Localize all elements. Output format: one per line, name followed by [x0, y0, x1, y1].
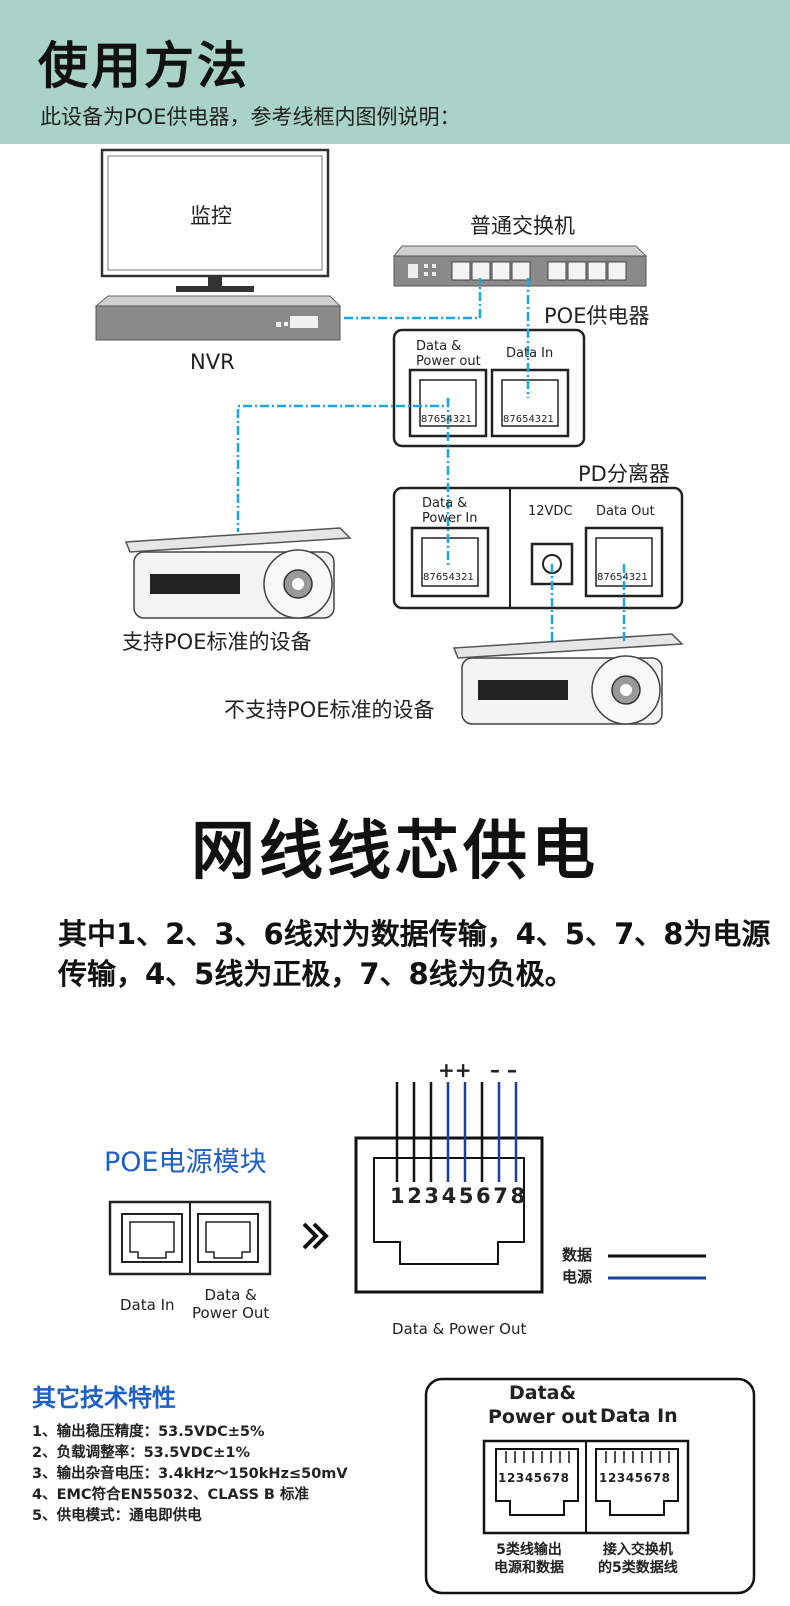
switch-icon [392, 245, 648, 287]
non-poe-camera-icon [452, 633, 684, 725]
nvr-label: NVR [190, 350, 235, 374]
port-box-graphic [424, 1377, 756, 1595]
box-pins-left: 12345678 [498, 1471, 570, 1485]
minus-signs: – – [490, 1058, 517, 1082]
module-port-right-label: Data & Power Out [192, 1286, 270, 1322]
box-right-caption: 接入交换机 的5类数据线 [598, 1542, 678, 1576]
poe-injector-label: POE供电器 [544, 304, 650, 328]
injector-port-left-label: Data & Power out [416, 339, 481, 369]
splitter-port-right-label: Data Out [596, 504, 655, 519]
connector-label: Data & Power Out [392, 1320, 527, 1338]
plus-signs: ++ [438, 1058, 472, 1082]
poe-module-title: POE电源模块 [104, 1147, 267, 1178]
poe-camera-icon [124, 527, 352, 619]
spec-item: 4、EMC符合EN55032、CLASS B 标准 [32, 1487, 310, 1503]
wiring-diagram: 监控 普通交换机 NVR POE供电器 Data & Power out Dat… [0, 144, 790, 764]
port-box-diagram: Data& Power out Data In 12345678 1234567… [424, 1377, 756, 1595]
spec-list: 1、输出稳压精度：53.5VDC±5% 2、负载调整率：53.5VDC±1% 3… [32, 1422, 348, 1527]
page-subtitle: 此设备为POE供电器，参考线框内图例说明： [40, 105, 461, 129]
poe-module-ports [108, 1200, 272, 1276]
wire-power-description: 其中1、2、3、6线对为数据传输，4、5、7、8为电源传输，4、5线为正极，7、… [58, 917, 771, 991]
box-port-left-title: Data& Power out [488, 1382, 598, 1428]
spec-item: 1、输出稳压精度：53.5VDC±5% [32, 1424, 265, 1440]
legend-power-label: 电源 [562, 1268, 593, 1286]
poe-device-label: 支持POE标准的设备 [122, 630, 312, 654]
nvr-icon [94, 295, 342, 341]
spec-item: 3、输出杂音电压：3.4kHz～150kHz≤50mV [32, 1466, 348, 1482]
monitor-icon [100, 148, 330, 292]
pin-numbers: 12345678 [390, 1184, 528, 1208]
spec-item: 5、供电模式：通电即供电 [32, 1508, 202, 1524]
pd-splitter-box [392, 486, 684, 610]
splitter-pins-left: 87654321 [423, 572, 474, 583]
injector-port-right-label: Data In [506, 346, 554, 361]
spec-item: 2、负载调整率：53.5VDC±1% [32, 1445, 251, 1461]
pinout-diagram: ++ – – 12345678 Data In Data & Power Out… [0, 1058, 790, 1360]
other-specs-title: 其它技术特性 [32, 1384, 176, 1412]
legend-data-label: 数据 [562, 1246, 593, 1264]
splitter-label: PD分离器 [578, 462, 670, 486]
box-left-caption: 5类线输出 电源和数据 [494, 1542, 564, 1576]
non-poe-device-label: 不支持POE标准的设备 [224, 698, 435, 722]
switch-label: 普通交换机 [470, 214, 575, 238]
box-port-right-title: Data In [600, 1405, 678, 1427]
splitter-dc-label: 12VDC [528, 504, 573, 519]
box-pins-right: 12345678 [599, 1471, 671, 1485]
header-banner [0, 0, 790, 144]
pinout-diagram-graphic [108, 1082, 706, 1294]
double-chevron-icon [302, 1222, 329, 1250]
pin-wires [395, 1082, 518, 1182]
poe-injector-box [392, 328, 586, 448]
injector-pins-right: 87654321 [503, 414, 554, 425]
module-port-left-label: Data In [120, 1296, 175, 1314]
page-title: 使用方法 [38, 37, 250, 95]
cable-lines [236, 278, 626, 644]
monitor-label: 监控 [190, 204, 232, 228]
section-title-wire-power: 网线线芯供电 [191, 815, 599, 889]
splitter-pins-right: 87654321 [597, 572, 648, 583]
splitter-port-left-label: Data & Power In [422, 496, 478, 526]
wiring-diagram-graphic [94, 148, 684, 725]
injector-pins-left: 87654321 [421, 414, 472, 425]
